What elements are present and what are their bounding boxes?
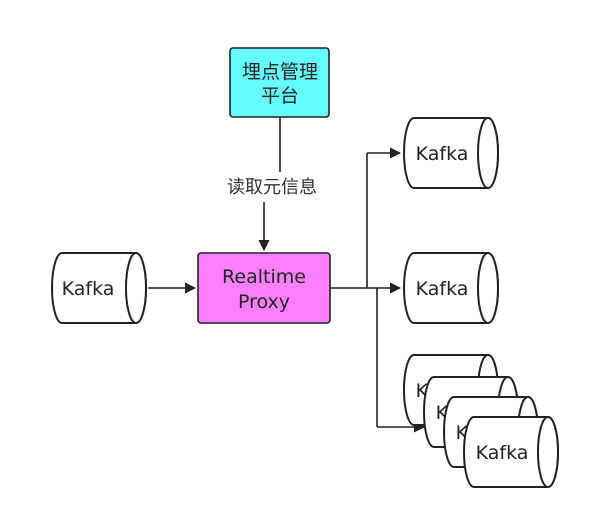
kafka-output-2-node[interactable]: Kafka xyxy=(403,252,499,324)
kafka-input-cap xyxy=(125,252,147,324)
kafka-stack-item-4: Kafka xyxy=(463,416,559,488)
kafka-output-1-label: Kafka xyxy=(416,143,469,165)
kafka-input-node[interactable]: Kafka xyxy=(51,252,147,324)
kafka-output-2-cap xyxy=(477,252,499,324)
kafka-output-1-cap xyxy=(477,117,499,189)
platform-node[interactable]: 埋点管理 平台 xyxy=(229,47,330,118)
edge-label-read-metadata: 读取元信息 xyxy=(227,177,317,198)
platform-label-line1: 埋点管理 xyxy=(242,61,318,83)
kafka-stack-label-4: Kafka xyxy=(476,442,529,464)
kafka-input-label: Kafka xyxy=(62,278,115,300)
proxy-label-line2: Proxy xyxy=(238,291,290,313)
kafka-stack-node[interactable]: Kafka Kafka Kafka Kafka xyxy=(403,354,559,488)
proxy-node[interactable]: Realtime Proxy xyxy=(197,252,331,324)
platform-label-line2: 平台 xyxy=(261,85,299,107)
kafka-output-1-node[interactable]: Kafka xyxy=(403,117,499,189)
kafka-output-2-label: Kafka xyxy=(416,278,469,300)
proxy-label-line1: Realtime xyxy=(222,266,306,288)
